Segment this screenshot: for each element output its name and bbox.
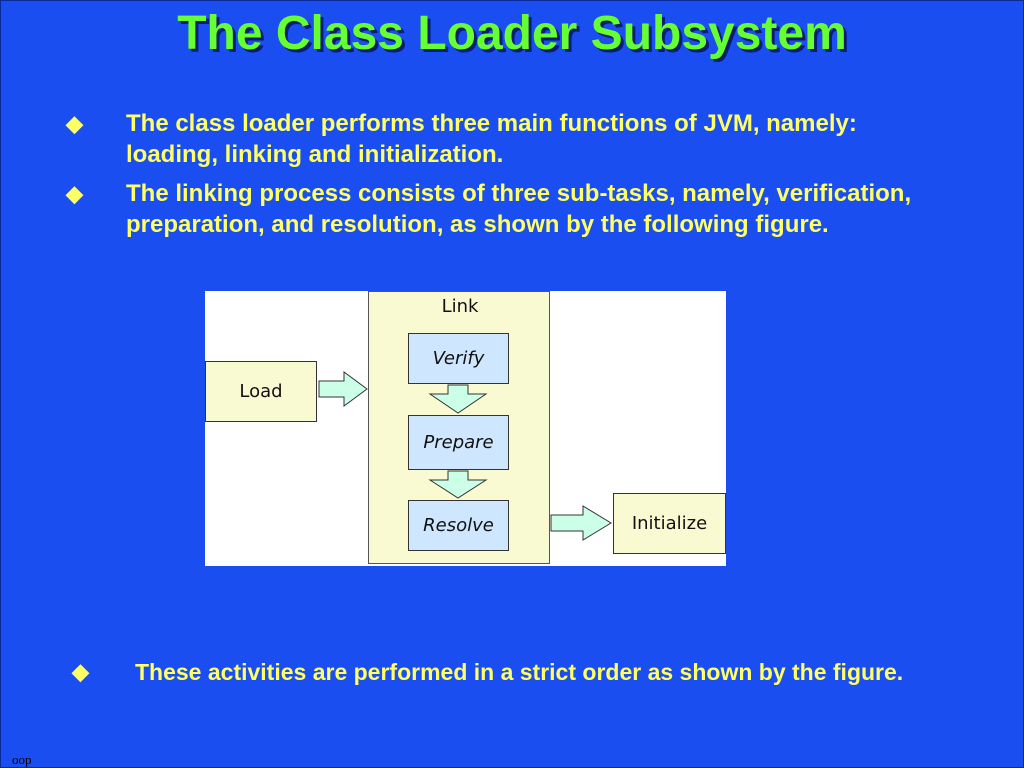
bullet-text: The class loader performs three main fun… [126, 110, 857, 168]
initialize-box: Initialize [613, 493, 726, 554]
resolve-box: Resolve [408, 500, 509, 551]
diamond-bullet-icon: ◆ [72, 659, 89, 684]
bullet-text: These activities are performed in a stri… [135, 659, 904, 685]
diamond-bullet-icon: ◆ [66, 181, 83, 206]
diamond-bullet-icon: ◆ [66, 111, 83, 136]
bullet-item: ◆ These activities are performed in a st… [72, 654, 972, 726]
link-label: Link [441, 296, 479, 317]
prepare-to-resolve-arrow [428, 470, 488, 499]
link-to-initialize-arrow [550, 505, 612, 541]
footer-label: oop [12, 752, 32, 767]
load-box: Load [205, 361, 317, 422]
bullet-item: ◆ The class loader performs three main f… [66, 108, 966, 172]
bullet-item: ◆ The linking process consists of three … [66, 178, 966, 274]
verify-to-prepare-arrow [428, 384, 488, 414]
slide-title: The Class Loader Subsystem [177, 7, 847, 60]
load-to-link-arrow [318, 371, 368, 407]
prepare-box: Prepare [408, 415, 509, 470]
flow-arrows [318, 371, 612, 541]
verify-box: Verify [408, 333, 509, 384]
bullet-text: The linking process consists of three su… [126, 180, 912, 238]
class-loader-figure: Link Load Verify Prepare Resolve Initial… [205, 291, 726, 566]
